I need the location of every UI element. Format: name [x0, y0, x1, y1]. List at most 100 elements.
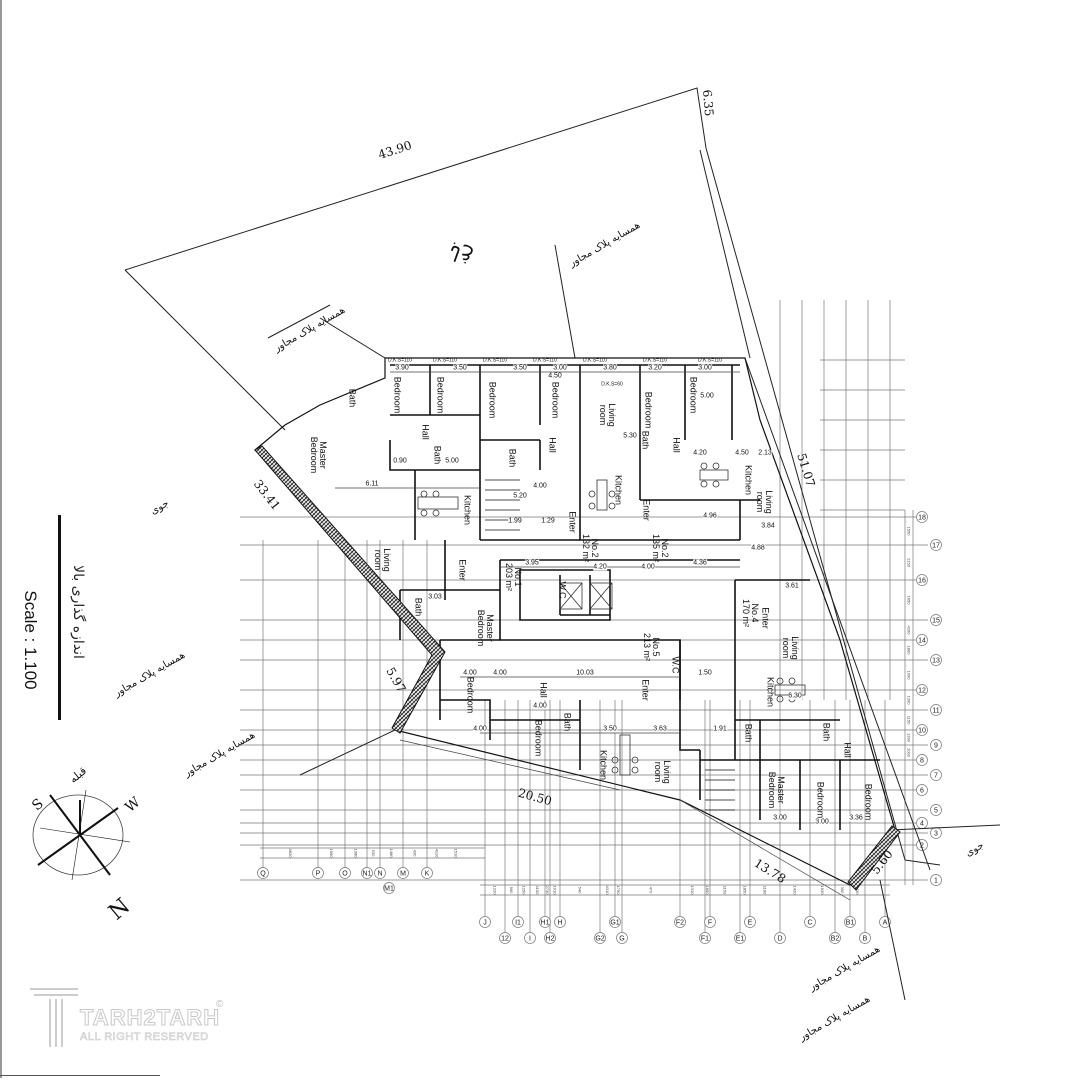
grid-label-row2: B2 [831, 936, 840, 943]
hatched-retaining-wall [254, 445, 446, 734]
room-label: Bath [743, 723, 754, 743]
dimension-label: 4.00 [641, 563, 655, 571]
dimension-label: 3.90 [395, 364, 409, 372]
grid-label-row2-bubble [524, 932, 536, 944]
grid-label-right: 10 [918, 728, 926, 735]
unit-label: No.2 135 m² [651, 533, 670, 563]
grid-label-row1: M [400, 871, 406, 878]
grid-label-row1-bubble [374, 867, 386, 879]
grid-spacing: 2730 [545, 886, 550, 896]
dimension-label: 5.20 [513, 492, 527, 500]
room-label: Kitchen [765, 676, 776, 708]
grid-spacing: 2430 [855, 886, 860, 896]
grid-label-row2-bubble [609, 916, 621, 928]
dimension-label: 0.90 [393, 457, 407, 465]
dimension-label: 4.00 [463, 669, 477, 677]
grid-label-right: 9 [934, 743, 938, 750]
grid-label-row2: 12 [501, 936, 509, 943]
grid-label-right: 16 [918, 578, 926, 585]
dimension-label: 3.03 [428, 593, 442, 601]
grid-spacing: 1510 [454, 849, 459, 859]
grid-label-row2: H2 [546, 936, 555, 943]
grid-spacing: 1480 [389, 849, 394, 859]
grid-label-right-bubble [916, 754, 928, 766]
grid-spacing: 1150 [907, 716, 912, 725]
scale-label: Scale : 1.100 [21, 590, 40, 690]
grid-label-row2-bubble [499, 932, 511, 944]
grid-spacing: 1960 [329, 849, 334, 859]
grid-spacing: 1250 [522, 886, 527, 896]
grid-label-right: 13 [932, 658, 940, 665]
grid-label-row2: F2 [676, 920, 684, 927]
unit-label: No.1 203 m² [504, 562, 523, 592]
grid-label-row1: M1 [384, 886, 394, 893]
grid-label-row2-bubble [594, 932, 606, 944]
grid-label-right-bubble [930, 739, 942, 751]
logo: TARH2TARH ALL RIGHT RESERVED © [28, 985, 238, 1055]
dimension-label: 3.50 [513, 364, 527, 372]
room-label: Enter [760, 607, 771, 629]
grid-label-row2: I [529, 936, 531, 943]
grid-spacing: 1650 [705, 886, 710, 896]
grid-spacing: 1100 [535, 886, 540, 895]
window-spec-label: D.K.S=110 [698, 357, 722, 364]
logo-name: TARH2TARH [79, 1005, 221, 1031]
dimension-label: 1.99 [508, 517, 522, 525]
room-label: Hall [538, 682, 549, 698]
grid-spacing: 4110 [435, 849, 440, 858]
grid-label-row2: E1 [736, 936, 745, 943]
grid-spacing: 470 [649, 887, 654, 894]
room-label: Hall [547, 437, 558, 453]
grid-spacing: 1550 [907, 527, 912, 537]
room-label: Bath [432, 445, 443, 465]
grid-label-right-bubble [916, 574, 928, 586]
dimension-label: 4.36 [693, 559, 707, 567]
dimension-label: 1.91 [713, 725, 727, 733]
grid-label-right-bubble [916, 784, 928, 796]
dimension-label: 4.00 [493, 669, 507, 677]
hatched-corner-wall [847, 825, 901, 891]
unit-label: No.4 170 m² [741, 598, 760, 628]
grid-label-row2: B1 [846, 920, 855, 927]
grid-label-right-bubble [930, 804, 942, 816]
grid-label-row1: N [377, 871, 382, 878]
dimension-label: 1.29 [541, 517, 555, 525]
grid-label-right: 18 [918, 515, 926, 522]
grid-label-row2: D [777, 936, 782, 943]
room-label: Bath [347, 388, 358, 408]
dimension-label: 4.50 [548, 372, 562, 380]
grid-label-row2: H [557, 920, 562, 927]
grid-spacing: 1000 [907, 748, 912, 758]
grid-spacing: 2150 [907, 558, 912, 568]
copyright-icon: © [216, 999, 224, 1010]
window-spec-label: D.K.S=110 [533, 357, 557, 364]
room-label: W.C [557, 581, 568, 599]
grid-label-row2: E [748, 920, 753, 927]
dimension-label: 3.84 [761, 522, 775, 530]
dimension-label: 4.50 [735, 449, 749, 457]
unit-label: No.5 213 m² [642, 632, 661, 662]
grid-label-row1-bubble [361, 867, 373, 879]
grid-label-right-bubble [930, 539, 942, 551]
dimension-label: 3.20 [648, 364, 662, 372]
room-label: Hall [671, 437, 682, 453]
column-logo-icon [30, 988, 98, 1047]
building-walls [254, 357, 896, 886]
grid-label-row2: G2 [595, 936, 604, 943]
grid-spacing: 1380 [354, 849, 359, 859]
boundary-dimension: 6.35 [699, 89, 717, 117]
grid-label-right: 17 [932, 543, 940, 550]
dimension-label: 4.00 [473, 725, 487, 733]
grid-spacing: 1860 [907, 646, 912, 656]
grid-label-row2: J [483, 920, 487, 927]
dimension-lines [335, 371, 851, 901]
grid-label-right: 12 [918, 688, 926, 695]
grid-label-right-bubble [930, 874, 942, 886]
dimension-label: 4.20 [593, 563, 607, 571]
grid-spacing: 1390 [907, 696, 912, 706]
room-label: Bedroom [550, 381, 561, 419]
grid-label-row2: A [883, 920, 888, 927]
window-spec-label: D.K.S=60 [601, 381, 623, 388]
grid-label-right-bubble [916, 684, 928, 696]
grid-spacing: 930 [371, 850, 376, 857]
